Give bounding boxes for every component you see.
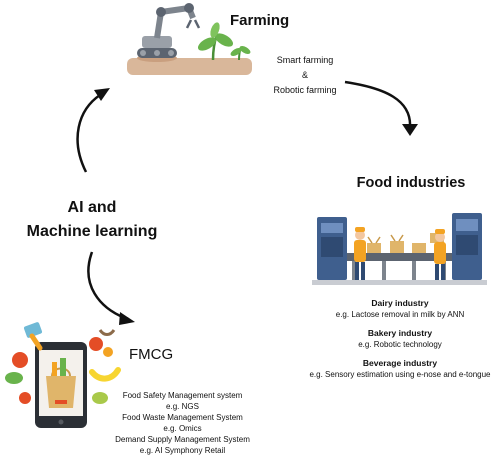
farming-line: & xyxy=(301,70,308,80)
farming-title: Farming xyxy=(230,12,290,29)
center-label-line2: Machine learning xyxy=(26,223,158,240)
fmcg-item: Food Waste Management System xyxy=(122,413,243,422)
farming-description: Smart farming & Robotic farming xyxy=(255,53,355,98)
sector-example: e.g. Sensory estimation using e-nose and… xyxy=(309,370,491,379)
center-label: AI and Machine learning xyxy=(12,196,172,244)
food-industries-list: Dairy industry e.g. Lactose removal in m… xyxy=(300,298,500,380)
fmcg-item: Food Safety Management system xyxy=(122,391,243,400)
fmcg-item: e.g. Omics xyxy=(163,424,202,433)
arrow-ai-to-fmcg xyxy=(87,251,135,325)
fmcg-item: e.g. NGS xyxy=(166,402,199,411)
sector-name: Beverage industry xyxy=(362,358,438,368)
phone-grocery-icon xyxy=(5,322,121,428)
sector-example: e.g. Robotic technology xyxy=(358,340,442,349)
sector-name: Bakery industry xyxy=(367,328,433,338)
fmcg-title: FMCG xyxy=(129,346,174,363)
food-factory-icon xyxy=(312,213,487,285)
robot-arm-farm-icon xyxy=(127,3,252,75)
fmcg-list: Food Safety Management system e.g. NGS F… xyxy=(90,390,275,456)
fmcg-item: e.g. AI Symphony Retail xyxy=(139,446,226,455)
arrow-ai-to-farming xyxy=(76,88,110,173)
center-label-line1: AI and xyxy=(67,199,117,216)
arrow-farming-to-food xyxy=(344,80,418,136)
food-industries-title: Food industries xyxy=(356,175,466,191)
farming-line: Robotic farming xyxy=(273,85,337,95)
sector-example: e.g. Lactose removal in milk by ANN xyxy=(335,310,465,319)
fmcg-item: Demand Supply Management System xyxy=(115,435,250,444)
farming-line: Smart farming xyxy=(276,55,334,65)
sector-name: Dairy industry xyxy=(371,298,429,308)
